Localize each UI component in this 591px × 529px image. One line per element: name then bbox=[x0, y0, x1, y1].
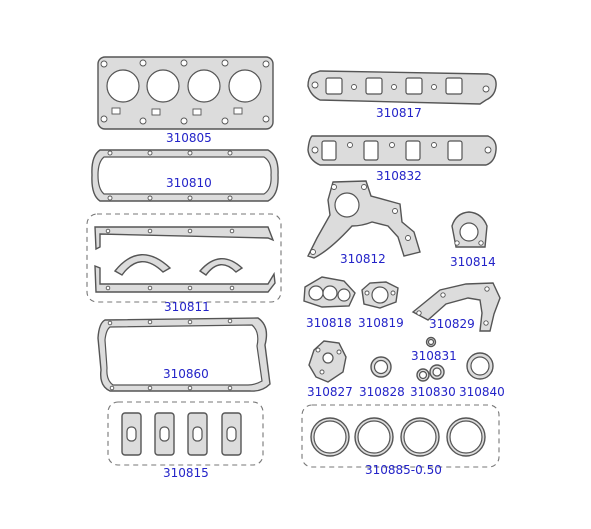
part-310810-drawing bbox=[91, 149, 279, 202]
label-310819: 310819 bbox=[358, 316, 404, 330]
part-310860-drawing bbox=[97, 317, 271, 392]
part-310829-drawing bbox=[411, 282, 501, 332]
label-310860: 310860 bbox=[163, 367, 209, 381]
part-310805-drawing bbox=[97, 56, 274, 130]
label-310830: 310830 bbox=[410, 385, 456, 399]
label-310805: 310805 bbox=[166, 131, 212, 145]
part-310831-drawing bbox=[425, 336, 437, 348]
label-310814: 310814 bbox=[450, 255, 496, 269]
part-310811-drawing bbox=[86, 213, 282, 303]
part-310815-drawing bbox=[107, 401, 264, 466]
part-310840-drawing bbox=[466, 352, 494, 380]
label-310827: 310827 bbox=[307, 385, 353, 399]
part-310827-drawing bbox=[308, 340, 347, 383]
label-310818: 310818 bbox=[306, 316, 352, 330]
label-310828: 310828 bbox=[359, 385, 405, 399]
part-310832-drawing bbox=[307, 135, 497, 166]
part-310830-drawing bbox=[416, 364, 445, 382]
part-310885-drawing bbox=[301, 404, 500, 468]
part-310812-drawing bbox=[307, 180, 421, 259]
part-310818-drawing bbox=[303, 276, 356, 308]
label-310829: 310829 bbox=[429, 317, 475, 331]
label-310885: 310885-0.50 bbox=[365, 463, 442, 477]
label-310840: 310840 bbox=[459, 385, 505, 399]
label-310832: 310832 bbox=[376, 169, 422, 183]
part-310819-drawing bbox=[361, 281, 399, 309]
label-310810: 310810 bbox=[166, 176, 212, 190]
label-310812: 310812 bbox=[340, 252, 386, 266]
part-310814-drawing bbox=[451, 211, 488, 248]
part-310828-drawing bbox=[370, 356, 392, 378]
label-310817: 310817 bbox=[376, 106, 422, 120]
label-310815: 310815 bbox=[163, 466, 209, 480]
label-310831: 310831 bbox=[411, 349, 457, 363]
label-310811: 310811 bbox=[164, 300, 210, 314]
part-310817-drawing bbox=[307, 70, 497, 105]
